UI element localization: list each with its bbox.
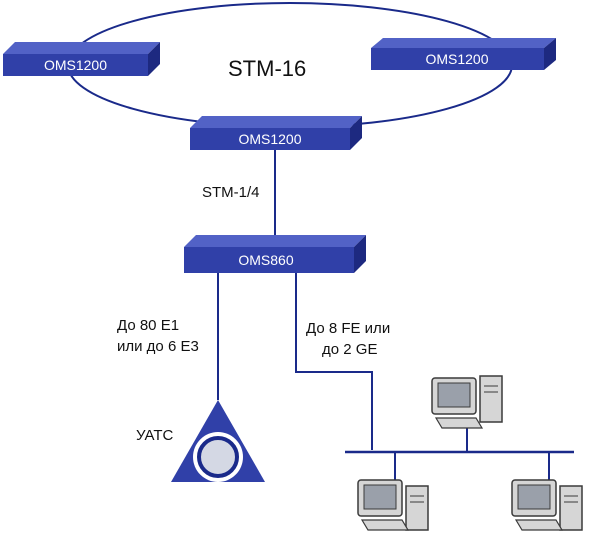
oms1200-center-device: OMS1200 — [190, 116, 362, 150]
pbx-label: УАТС — [136, 427, 174, 444]
e1-label-line1: До 80 E1 — [117, 317, 179, 334]
oms1200-center-label: OMS1200 — [238, 131, 301, 147]
workstation-icon — [511, 479, 583, 531]
workstation-icon — [431, 375, 503, 429]
workstation-icon — [357, 479, 429, 531]
fe-label-line1: До 8 FE или — [306, 320, 390, 337]
oms1200-left-label: OMS1200 — [44, 57, 107, 73]
pbx-triangle-icon — [171, 400, 265, 482]
oms860-device: OMS860 — [184, 235, 366, 273]
ring-label: STM-16 — [228, 56, 306, 81]
uplink-label: STM-1/4 — [202, 184, 260, 201]
fe-label-line2: до 2 GE — [322, 341, 377, 358]
oms1200-right-device: OMS1200 — [371, 38, 556, 70]
fe-link-line — [295, 273, 373, 450]
e1-label-line2: или до 6 E3 — [117, 338, 199, 355]
oms1200-left-device: OMS1200 — [3, 42, 160, 76]
oms1200-right-label: OMS1200 — [425, 51, 488, 67]
oms860-label: OMS860 — [238, 252, 293, 268]
